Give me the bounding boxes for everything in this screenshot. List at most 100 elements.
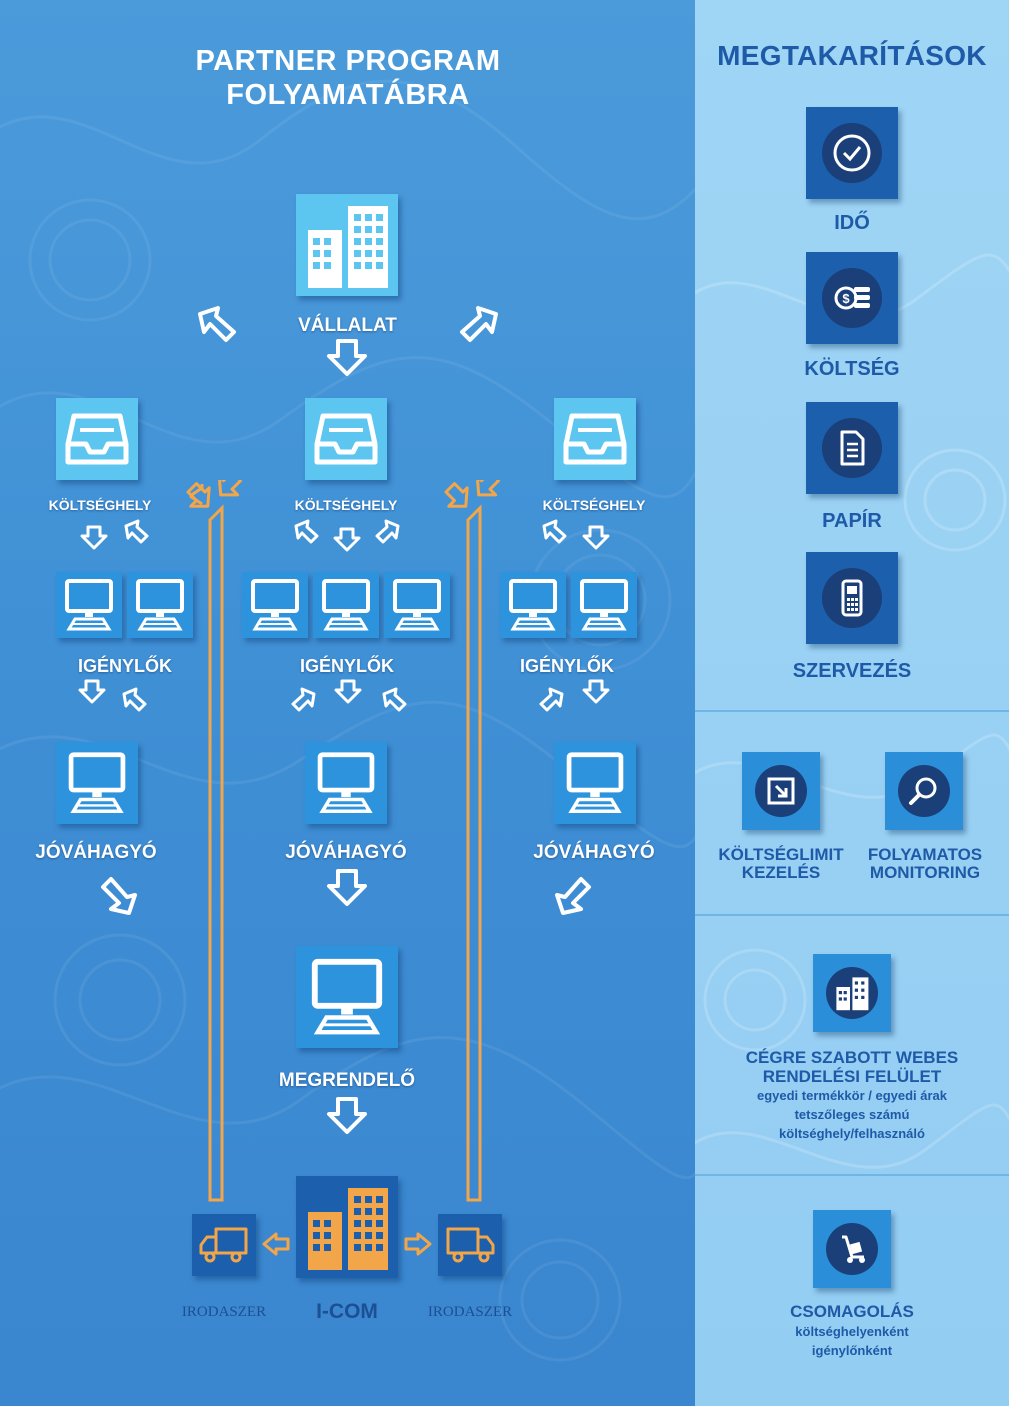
delivery-truck-icon	[446, 1227, 495, 1263]
savings-panel: MEGTAKARÍTÁSOK IDŐ $ KÖLTSÉG PAPÍR SZERV…	[695, 0, 1009, 1406]
packaging-icon-circle	[826, 1223, 878, 1275]
cost-limit-tile	[742, 752, 820, 830]
inbox-tray-icon	[65, 413, 129, 465]
paper-icon-circle	[822, 418, 882, 478]
page-title: PARTNER PROGRAM FOLYAMATÁBRA	[148, 44, 548, 112]
arrow-down-icon	[327, 1097, 367, 1134]
delivery-return-lines	[186, 480, 501, 1202]
approver-tile-right	[554, 742, 636, 824]
web-interface-tile	[813, 954, 891, 1032]
arrow-down-icon	[327, 869, 367, 906]
resize-arrow-icon	[767, 777, 795, 805]
title-line-1: PARTNER PROGRAM	[195, 45, 501, 77]
requester-tile	[500, 572, 566, 638]
svg-text:$: $	[842, 291, 850, 306]
cost-center-tile-center	[305, 398, 387, 480]
monitoring-label-line-1: FOLYAMATOS	[867, 845, 983, 864]
approver-label-left: JÓVÁHAGYÓ	[35, 842, 157, 863]
packaging-tile	[813, 1210, 891, 1288]
office-supplies-label-right: IRODASZER	[427, 1304, 513, 1320]
cost-limit-label: KÖLTSÉGLIMIT KEZELÉS	[712, 846, 850, 882]
arrow-up-left-icon	[198, 306, 236, 342]
icom-buildings-icon	[308, 1188, 388, 1270]
office-supplies-label-left: IRODASZER	[181, 1304, 267, 1320]
document-icon	[840, 430, 865, 466]
arrow-up-right-icon	[539, 687, 564, 712]
computer-icon	[65, 579, 113, 631]
inbox-tray-icon	[563, 413, 627, 465]
computer-icon	[509, 579, 557, 631]
arrow-up-left-icon	[124, 519, 149, 544]
monitoring-tile	[885, 752, 963, 830]
time-label: IDŐ	[834, 212, 870, 234]
approver-label-center: JÓVÁHAGYÓ	[285, 842, 407, 863]
orderer-tile	[296, 946, 398, 1048]
web-interface-label-line-2: RENDELÉSI FELÜLET	[762, 1067, 942, 1086]
computer-icon	[393, 579, 441, 631]
approver-label-right: JÓVÁHAGYÓ	[533, 842, 655, 863]
organization-label: SZERVEZÉS	[792, 660, 912, 682]
arrow-left-icon	[262, 1232, 290, 1256]
web-interface-detail-3: költséghely/felhasználó	[779, 1126, 925, 1141]
icom-tile	[296, 1176, 398, 1278]
title-line-2: FOLYAMATÁBRA	[226, 79, 470, 111]
requester-tile	[571, 572, 637, 638]
arrow-up-right-icon	[460, 306, 498, 342]
web-interface-icon-circle	[826, 967, 878, 1019]
organization-tile	[806, 552, 898, 644]
computer-icon	[317, 752, 375, 814]
paper-tile	[806, 402, 898, 494]
icom-label: I-COM	[316, 1300, 378, 1323]
company-buildings-icon	[308, 206, 388, 288]
packaging-detail-2: igénylőnként	[811, 1343, 893, 1358]
clock-icon	[833, 134, 871, 172]
orderer-label: MEGRENDELŐ	[278, 1070, 416, 1091]
cost-icon-circle: $	[822, 268, 882, 328]
web-interface-detail-2: tetszőleges számú	[794, 1107, 910, 1122]
coins-icon: $	[834, 286, 870, 310]
mobile-phone-icon	[841, 579, 863, 617]
company-label: VÁLLALAT	[298, 315, 397, 336]
hand-truck-icon	[842, 1235, 865, 1263]
cost-limit-icon-circle	[755, 765, 807, 817]
web-interface-detail-1: egyedi termékkör / egyedi árak	[756, 1088, 948, 1103]
requesters-label-center: IGÉNYLŐK	[299, 656, 394, 676]
arrow-down-icon	[333, 527, 361, 552]
arrow-up-left-icon	[555, 877, 591, 915]
paper-label: PAPÍR	[822, 510, 882, 532]
savings-title: MEGTAKARÍTÁSOK	[717, 40, 987, 71]
requester-tile	[127, 572, 193, 638]
cost-center-tile-right	[554, 398, 636, 480]
approver-tile-left	[56, 742, 138, 824]
section-divider	[695, 1174, 1009, 1176]
packaging-detail-1: költséghelyenként	[795, 1324, 909, 1339]
time-tile	[806, 107, 898, 199]
packaging-label: CSOMAGOLÁS	[790, 1302, 914, 1321]
monitoring-label-line-2: MONITORING	[869, 863, 981, 882]
section-divider	[695, 914, 1009, 916]
monitoring-icon-circle	[898, 765, 950, 817]
cost-limit-label-line-1: KÖLTSÉGLIMIT	[718, 845, 844, 864]
cost-center-tile-left	[56, 398, 138, 480]
arrow-up-left-icon	[542, 519, 567, 544]
packaging-details: költséghelyenként igénylőnként	[695, 1322, 1009, 1360]
requester-tile	[56, 572, 122, 638]
computer-icon	[68, 752, 126, 814]
arrow-down-icon	[334, 679, 362, 704]
web-interface-details: egyedi termékkör / egyedi árak tetszőleg…	[695, 1086, 1009, 1143]
truck-tile-right	[438, 1214, 502, 1276]
cost-limit-label-line-2: KEZELÉS	[741, 863, 821, 882]
truck-tile-left	[192, 1214, 256, 1276]
arrow-down-icon	[582, 525, 610, 550]
company-buildings-icon	[836, 977, 869, 1011]
cost-center-label-left: KÖLTSÉGHELY	[48, 497, 152, 513]
swirl-pattern	[695, 253, 1009, 1169]
cost-center-label-center: KÖLTSÉGHELY	[294, 497, 398, 513]
arrow-down-icon	[78, 679, 106, 704]
cost-center-label-right: KÖLTSÉGHELY	[542, 497, 646, 513]
requester-tile	[313, 572, 379, 638]
requester-tile	[384, 572, 450, 638]
arrow-up-left-icon	[382, 687, 407, 712]
approver-tile-center	[305, 742, 387, 824]
